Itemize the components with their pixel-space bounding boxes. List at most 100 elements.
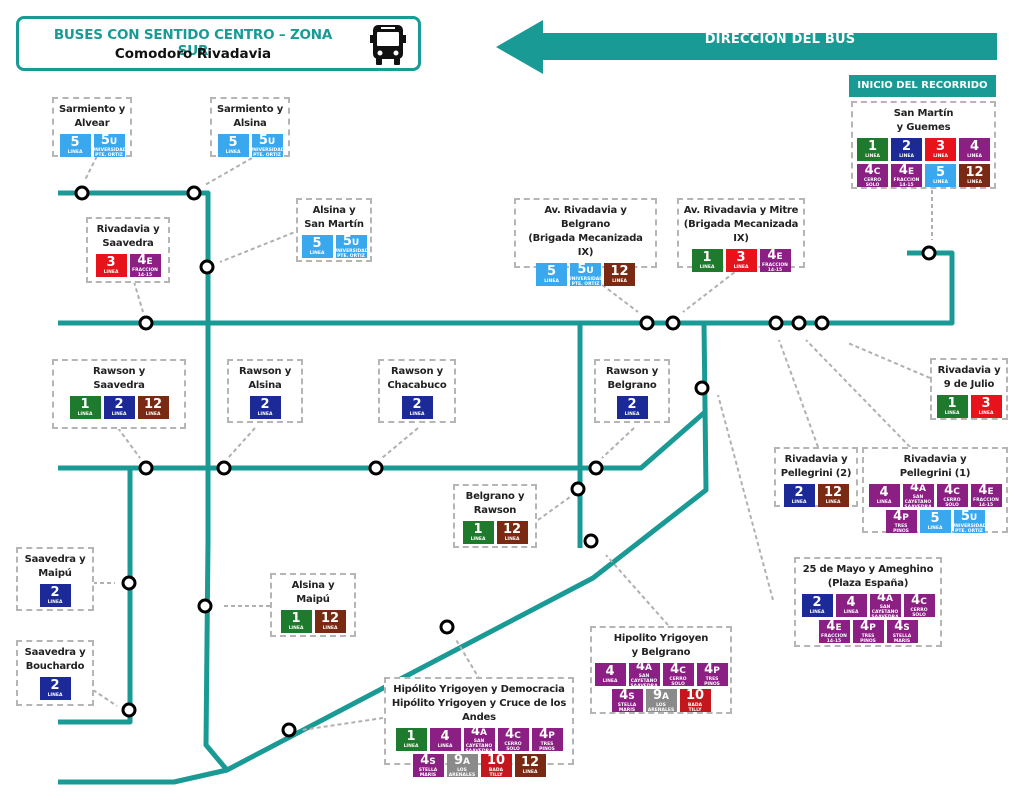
line-caption: LINEA (978, 411, 994, 416)
line-caption: LINEA (602, 679, 618, 684)
stop-marker[interactable] (588, 460, 604, 476)
line-caption: LINEA (809, 610, 825, 615)
line-caption: LINEA (47, 693, 63, 698)
line-caption: FRACCION 14-15 (893, 177, 920, 188)
stop-marker[interactable] (121, 575, 137, 591)
line-number: 4P (539, 726, 555, 742)
line-number: 4C (505, 726, 521, 742)
stop-marker[interactable] (138, 315, 154, 331)
line-number: 12 (823, 485, 843, 500)
line-number: 1 (473, 522, 483, 537)
stop-marker[interactable] (583, 533, 599, 549)
line-caption: LINEA (322, 626, 338, 631)
line-caption: UNIVERSIDAD PTE. ORTIZ (333, 248, 369, 259)
stop-marker[interactable] (186, 185, 202, 201)
line-caption: LINEA (67, 150, 83, 155)
stop-marker[interactable] (791, 315, 807, 331)
map-title: BUSES CON SENTIDO CENTRO – ZONA SUR (53, 27, 333, 59)
line-number: 2 (812, 595, 822, 610)
stop-name: Rawson y Saavedra (92, 366, 146, 391)
line-number: 5U (258, 132, 276, 148)
line-caption: STELLA MARIS (892, 633, 912, 644)
stop-name: Belgrano y Rawson (465, 491, 525, 516)
stop-marker[interactable] (768, 315, 784, 331)
route-sarmiento (58, 190, 230, 785)
stop-marker[interactable] (570, 481, 586, 497)
line-caption: LINEA (544, 279, 559, 284)
stop-marker[interactable] (814, 315, 830, 331)
line-number: 4A (909, 480, 926, 495)
line-number: 12 (610, 264, 629, 279)
line-number: 2 (627, 397, 637, 412)
line-number: 4P (704, 661, 720, 677)
line-caption: BADA TILLY (488, 767, 504, 778)
line-caption: LINEA (791, 500, 807, 505)
line-caption: LINEA (612, 279, 627, 284)
line-number: 5U (960, 508, 978, 524)
stop-marker[interactable] (639, 315, 655, 331)
bus-icon (370, 25, 406, 65)
line-number: 5 (546, 264, 557, 279)
stop-name: Rivadavia y Saavedra (96, 224, 160, 249)
stop-marker[interactable] (439, 619, 455, 635)
stop-marker[interactable] (665, 315, 681, 331)
line-caption: LINEA (733, 265, 749, 270)
stop-marker[interactable] (921, 245, 937, 261)
line-number: 1 (867, 139, 878, 154)
stop-marker[interactable] (121, 702, 137, 718)
line-caption: LINEA (699, 265, 715, 270)
stop-marker[interactable] (368, 460, 384, 476)
line-caption: CERRO SOLO (669, 676, 687, 687)
stop-marker[interactable] (138, 460, 154, 476)
stop-marker[interactable] (74, 185, 90, 201)
stop-marker[interactable] (694, 380, 710, 396)
stop-name: Rawson y Belgrano (605, 366, 659, 391)
stop-marker[interactable] (197, 598, 213, 614)
line-number: 12 (520, 755, 540, 770)
stop-marker[interactable] (216, 460, 232, 476)
line-number: 4C (670, 661, 686, 677)
stop-marker[interactable] (199, 259, 215, 275)
line-number: 2 (114, 397, 124, 412)
stop-marker[interactable] (281, 722, 297, 738)
line-number: 4 (846, 595, 856, 610)
line-caption: LINEA (103, 270, 119, 275)
line-caption: UNIVERSIDAD PTE. ORTIZ (568, 276, 603, 287)
